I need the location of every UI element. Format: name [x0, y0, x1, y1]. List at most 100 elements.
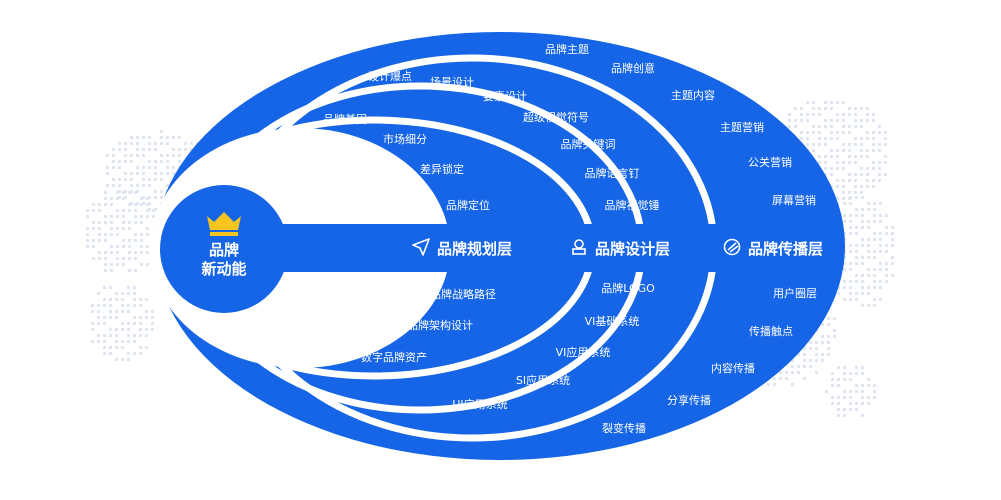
map-dot — [866, 149, 869, 152]
map-dot — [855, 292, 858, 295]
map-dot — [873, 232, 876, 235]
map-dot — [97, 310, 100, 313]
map-dot — [791, 383, 794, 386]
map-dot — [827, 323, 830, 326]
map-dot — [800, 131, 803, 134]
map-dot — [878, 143, 881, 146]
map-dot — [873, 390, 876, 393]
map-dot — [855, 298, 858, 301]
map-dot — [128, 245, 131, 248]
map-dot — [867, 396, 870, 399]
map-dot — [854, 107, 857, 110]
map-dot — [860, 173, 863, 176]
map-dot — [800, 107, 803, 110]
map-dot — [842, 179, 845, 182]
map-dot — [806, 137, 809, 140]
map-dot — [848, 191, 851, 194]
map-dot — [861, 372, 864, 375]
map-dot — [861, 366, 864, 369]
map-dot — [843, 414, 846, 417]
map-dot — [115, 298, 118, 301]
map-dot — [872, 167, 875, 170]
map-dot — [837, 414, 840, 417]
map-dot — [866, 113, 869, 116]
map-dot — [884, 131, 887, 134]
communication-label: 分享传播 — [667, 393, 711, 407]
map-dot — [879, 202, 882, 205]
design-label: 要素设计 — [483, 90, 527, 103]
map-dot — [878, 131, 881, 134]
map-dot — [855, 226, 858, 229]
map-dot — [885, 280, 888, 283]
map-dot — [154, 160, 157, 163]
map-dot — [140, 221, 143, 224]
map-dot — [837, 378, 840, 381]
map-dot — [849, 298, 852, 301]
map-dot — [110, 227, 113, 230]
map-dot — [91, 310, 94, 313]
map-dot — [116, 263, 119, 266]
map-dot — [110, 233, 113, 236]
layer-title-planning: 品牌规划层 — [437, 240, 512, 258]
map-dot — [115, 310, 118, 313]
map-dot — [885, 232, 888, 235]
map-dot — [806, 131, 809, 134]
map-dot — [860, 143, 863, 146]
map-dot — [843, 298, 846, 301]
map-dot — [848, 125, 851, 128]
map-dot — [148, 142, 151, 145]
map-dot — [166, 154, 169, 157]
communication-label: 主题营销 — [720, 120, 764, 134]
map-dot — [139, 304, 142, 307]
map-dot — [872, 143, 875, 146]
map-dot — [160, 154, 163, 157]
map-dot — [136, 202, 139, 205]
map-dot — [812, 143, 815, 146]
map-dot — [178, 160, 181, 163]
map-dot — [842, 161, 845, 164]
map-dot — [133, 322, 136, 325]
map-dot — [884, 143, 887, 146]
map-dot — [97, 316, 100, 319]
map-dot — [855, 196, 858, 199]
map-dot — [891, 238, 894, 241]
map-dot — [121, 304, 124, 307]
map-dot — [140, 239, 143, 242]
map-dot — [146, 197, 149, 200]
map-dot — [110, 215, 113, 218]
map-dot — [849, 402, 852, 405]
map-dot — [116, 191, 119, 194]
map-dot — [879, 250, 882, 253]
map-dot — [824, 125, 827, 128]
map-dot — [891, 256, 894, 259]
map-dot — [855, 384, 858, 387]
map-dot — [142, 136, 145, 139]
map-dot — [837, 402, 840, 405]
communication-label: 裂变传播 — [602, 421, 646, 435]
map-dot — [148, 202, 151, 205]
map-dot — [110, 203, 113, 206]
map-dot — [855, 262, 858, 265]
planning-labels: 品牌基因 市场细分 差异锁定 品牌定位 品牌战略路径 品牌架构设计 数字品牌资产 — [323, 112, 496, 364]
map-dot — [867, 402, 870, 405]
map-dot — [127, 358, 130, 361]
map-dot — [115, 316, 118, 319]
map-dot — [873, 220, 876, 223]
map-dot — [872, 131, 875, 134]
map-dot — [127, 286, 130, 289]
map-dot — [130, 142, 133, 145]
map-dot — [830, 119, 833, 122]
map-dot — [836, 197, 839, 200]
map-dot — [104, 239, 107, 242]
map-dot — [154, 166, 157, 169]
map-dot — [824, 167, 827, 170]
map-dot — [122, 263, 125, 266]
map-dot — [861, 384, 864, 387]
map-dot — [116, 251, 119, 254]
map-dot — [806, 101, 809, 104]
map-dot — [843, 220, 846, 223]
map-dot — [855, 208, 858, 211]
map-dot — [121, 322, 124, 325]
map-dot — [830, 155, 833, 158]
map-dot — [98, 251, 101, 254]
